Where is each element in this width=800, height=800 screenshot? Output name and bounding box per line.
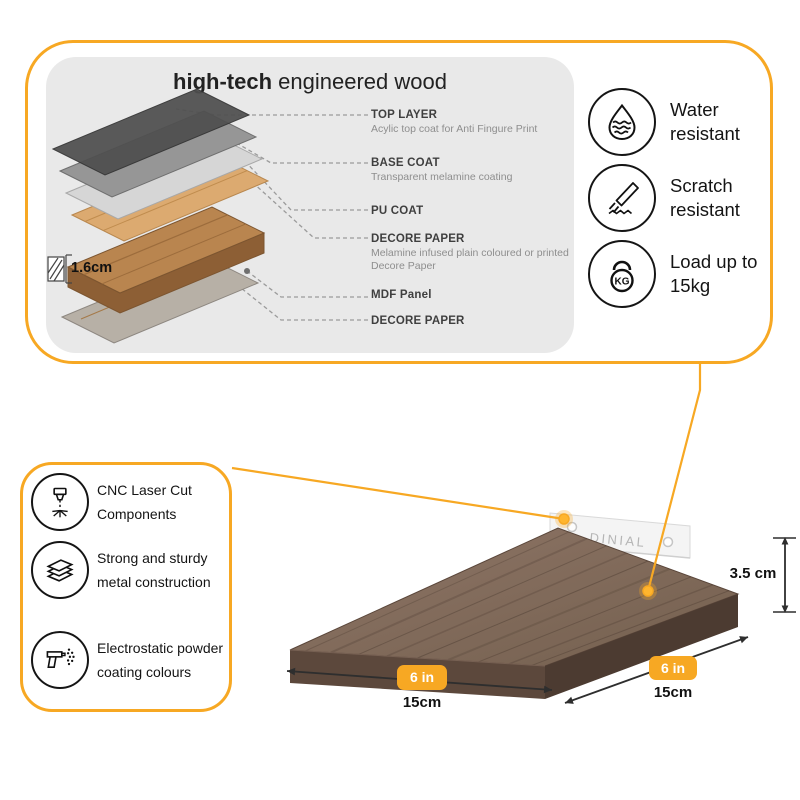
layer-label-decore-paper: DECORE PAPER Melamine infused plain colo…: [371, 233, 571, 273]
layer-name: MDF Panel: [371, 289, 432, 301]
layer-mdf-panel: [66, 206, 266, 314]
feature-label: CNC Laser Cut Components: [97, 481, 192, 523]
feature-powder-coating: Electrostatic powder coating colours: [31, 631, 239, 689]
panel-title-bold: high-tech: [173, 69, 273, 94]
layer-top-coat: [51, 88, 251, 176]
layer-name: PU COAT: [371, 205, 424, 217]
engineered-wood-section: high-tech engineered wood: [25, 40, 773, 364]
wood-grain: [305, 531, 730, 666]
width-cm-right: 15cm: [653, 684, 693, 701]
layer-name: TOP LAYER: [371, 109, 438, 121]
layer-name: BASE COAT: [371, 157, 440, 169]
metal-construction-section: CNC Laser Cut Components Strong and stur…: [20, 462, 232, 712]
feature-label: Load up to 15kg: [670, 250, 758, 296]
layer-label-decore-paper-bottom: DECORE PAPER: [371, 315, 571, 329]
width-cm-left: 15cm: [402, 694, 442, 711]
bracket-hole-right: [662, 536, 674, 548]
kg-text: KG: [615, 277, 630, 288]
shelf-render: DINIAL: [286, 512, 796, 704]
cnc-laser-icon: [31, 473, 89, 531]
feature-water-resistant: Water resistant: [588, 88, 770, 156]
wood-layers-illustration: [47, 88, 368, 344]
width-badge-right: 6 in: [649, 656, 697, 680]
feature-cnc-laser: CNC Laser Cut Components: [31, 473, 239, 531]
width-badge-left: 6 in: [397, 665, 447, 690]
bracket-hole-left: [566, 521, 578, 533]
feature-scratch-resistant: Scratch resistant: [588, 164, 770, 232]
thickness-label: 1.6cm: [71, 260, 113, 276]
shelf-front-right-face: [545, 594, 738, 699]
metal-sheets-icon: [31, 541, 89, 599]
layer-desc: Acylic top coat for Anti Fingure Print: [371, 123, 538, 135]
thickness-bracket: [47, 254, 72, 284]
feature-metal-construction: Strong and sturdy metal construction: [31, 541, 239, 599]
height-dimension-label: 3.5 cm: [729, 565, 777, 582]
spray-gun-icon: [31, 631, 89, 689]
feature-label: Water resistant: [670, 98, 740, 144]
layer-label-pu-coat: PU COAT: [371, 205, 571, 219]
shelf-board: [289, 527, 740, 699]
feature-label: Scratch resistant: [670, 174, 740, 220]
panel-title: high-tech engineered wood: [46, 69, 574, 95]
layer-label-base-coat: BASE COAT Transparent melamine coating: [371, 157, 571, 184]
height-dimension: [773, 537, 796, 613]
layers-diagram-panel: high-tech engineered wood: [46, 57, 574, 353]
layer-name: DECORE PAPER: [371, 233, 465, 245]
scratch-icon: [588, 164, 656, 232]
layer-desc: Transparent melamine coating: [371, 171, 513, 183]
layer-name: DECORE PAPER: [371, 315, 465, 327]
feature-label: Electrostatic powder coating colours: [97, 639, 224, 681]
layer-desc: Melamine infused plain coloured or print…: [371, 247, 569, 273]
layer-label-mdf-panel: MDF Panel: [371, 289, 571, 303]
layer-label-top-layer: TOP LAYER Acylic top coat for Anti Fingu…: [371, 109, 571, 136]
feature-label: Strong and sturdy metal construction: [97, 549, 211, 591]
kettlebell-kg-icon: KG: [588, 240, 656, 308]
water-drop-icon: [588, 88, 656, 156]
feature-load-capacity: KG Load up to 15kg: [588, 240, 770, 308]
panel-title-rest: engineered wood: [272, 69, 447, 94]
